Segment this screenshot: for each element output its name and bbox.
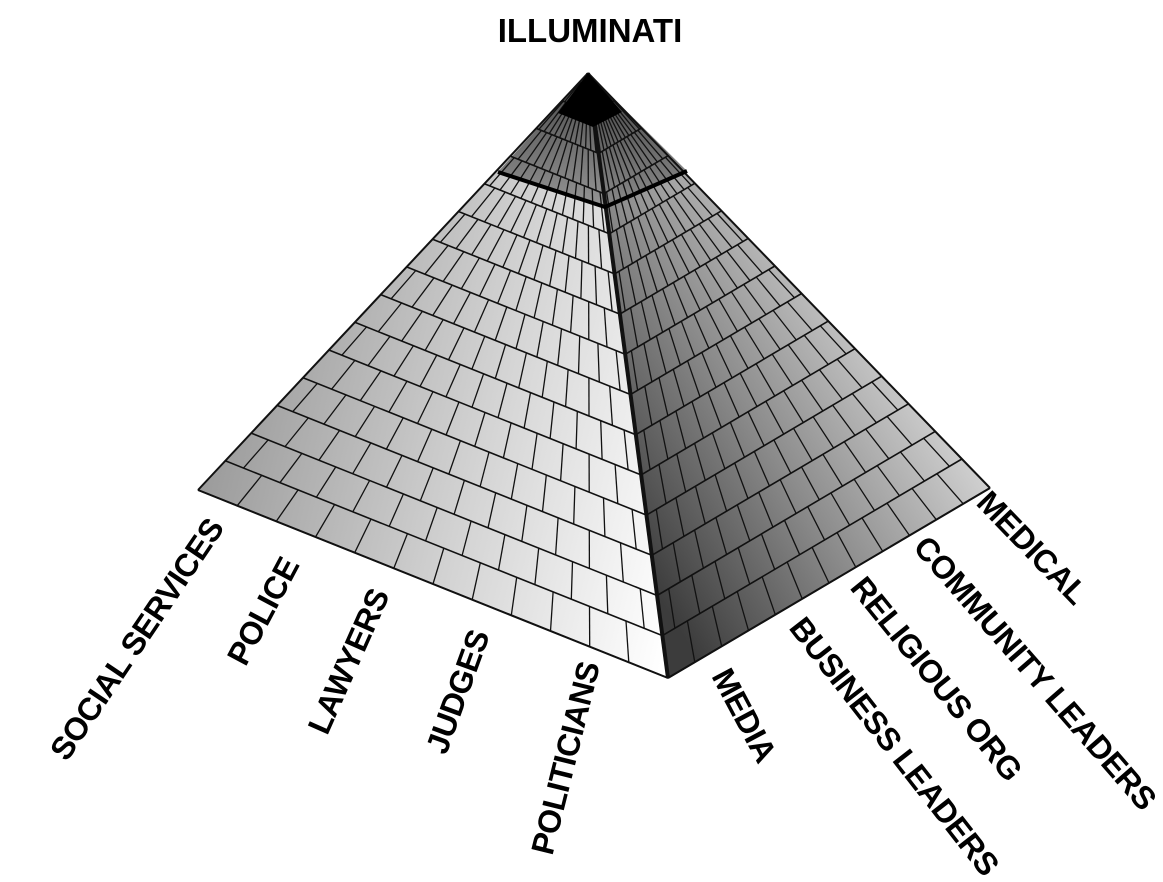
label-social-services: SOCIAL SERVICES	[43, 512, 231, 767]
pyramid-title: ILLUMINATI	[498, 12, 683, 49]
label-media: MEDIA	[705, 662, 784, 768]
label-police: POLICE	[220, 551, 306, 671]
label-judges: JUDGES	[419, 625, 497, 758]
label-politicians: POLITICIANS	[524, 658, 607, 858]
label-lawyers: LAWYERS	[301, 583, 397, 739]
label-religious-org: RELIGIOUS ORG	[844, 570, 1030, 788]
